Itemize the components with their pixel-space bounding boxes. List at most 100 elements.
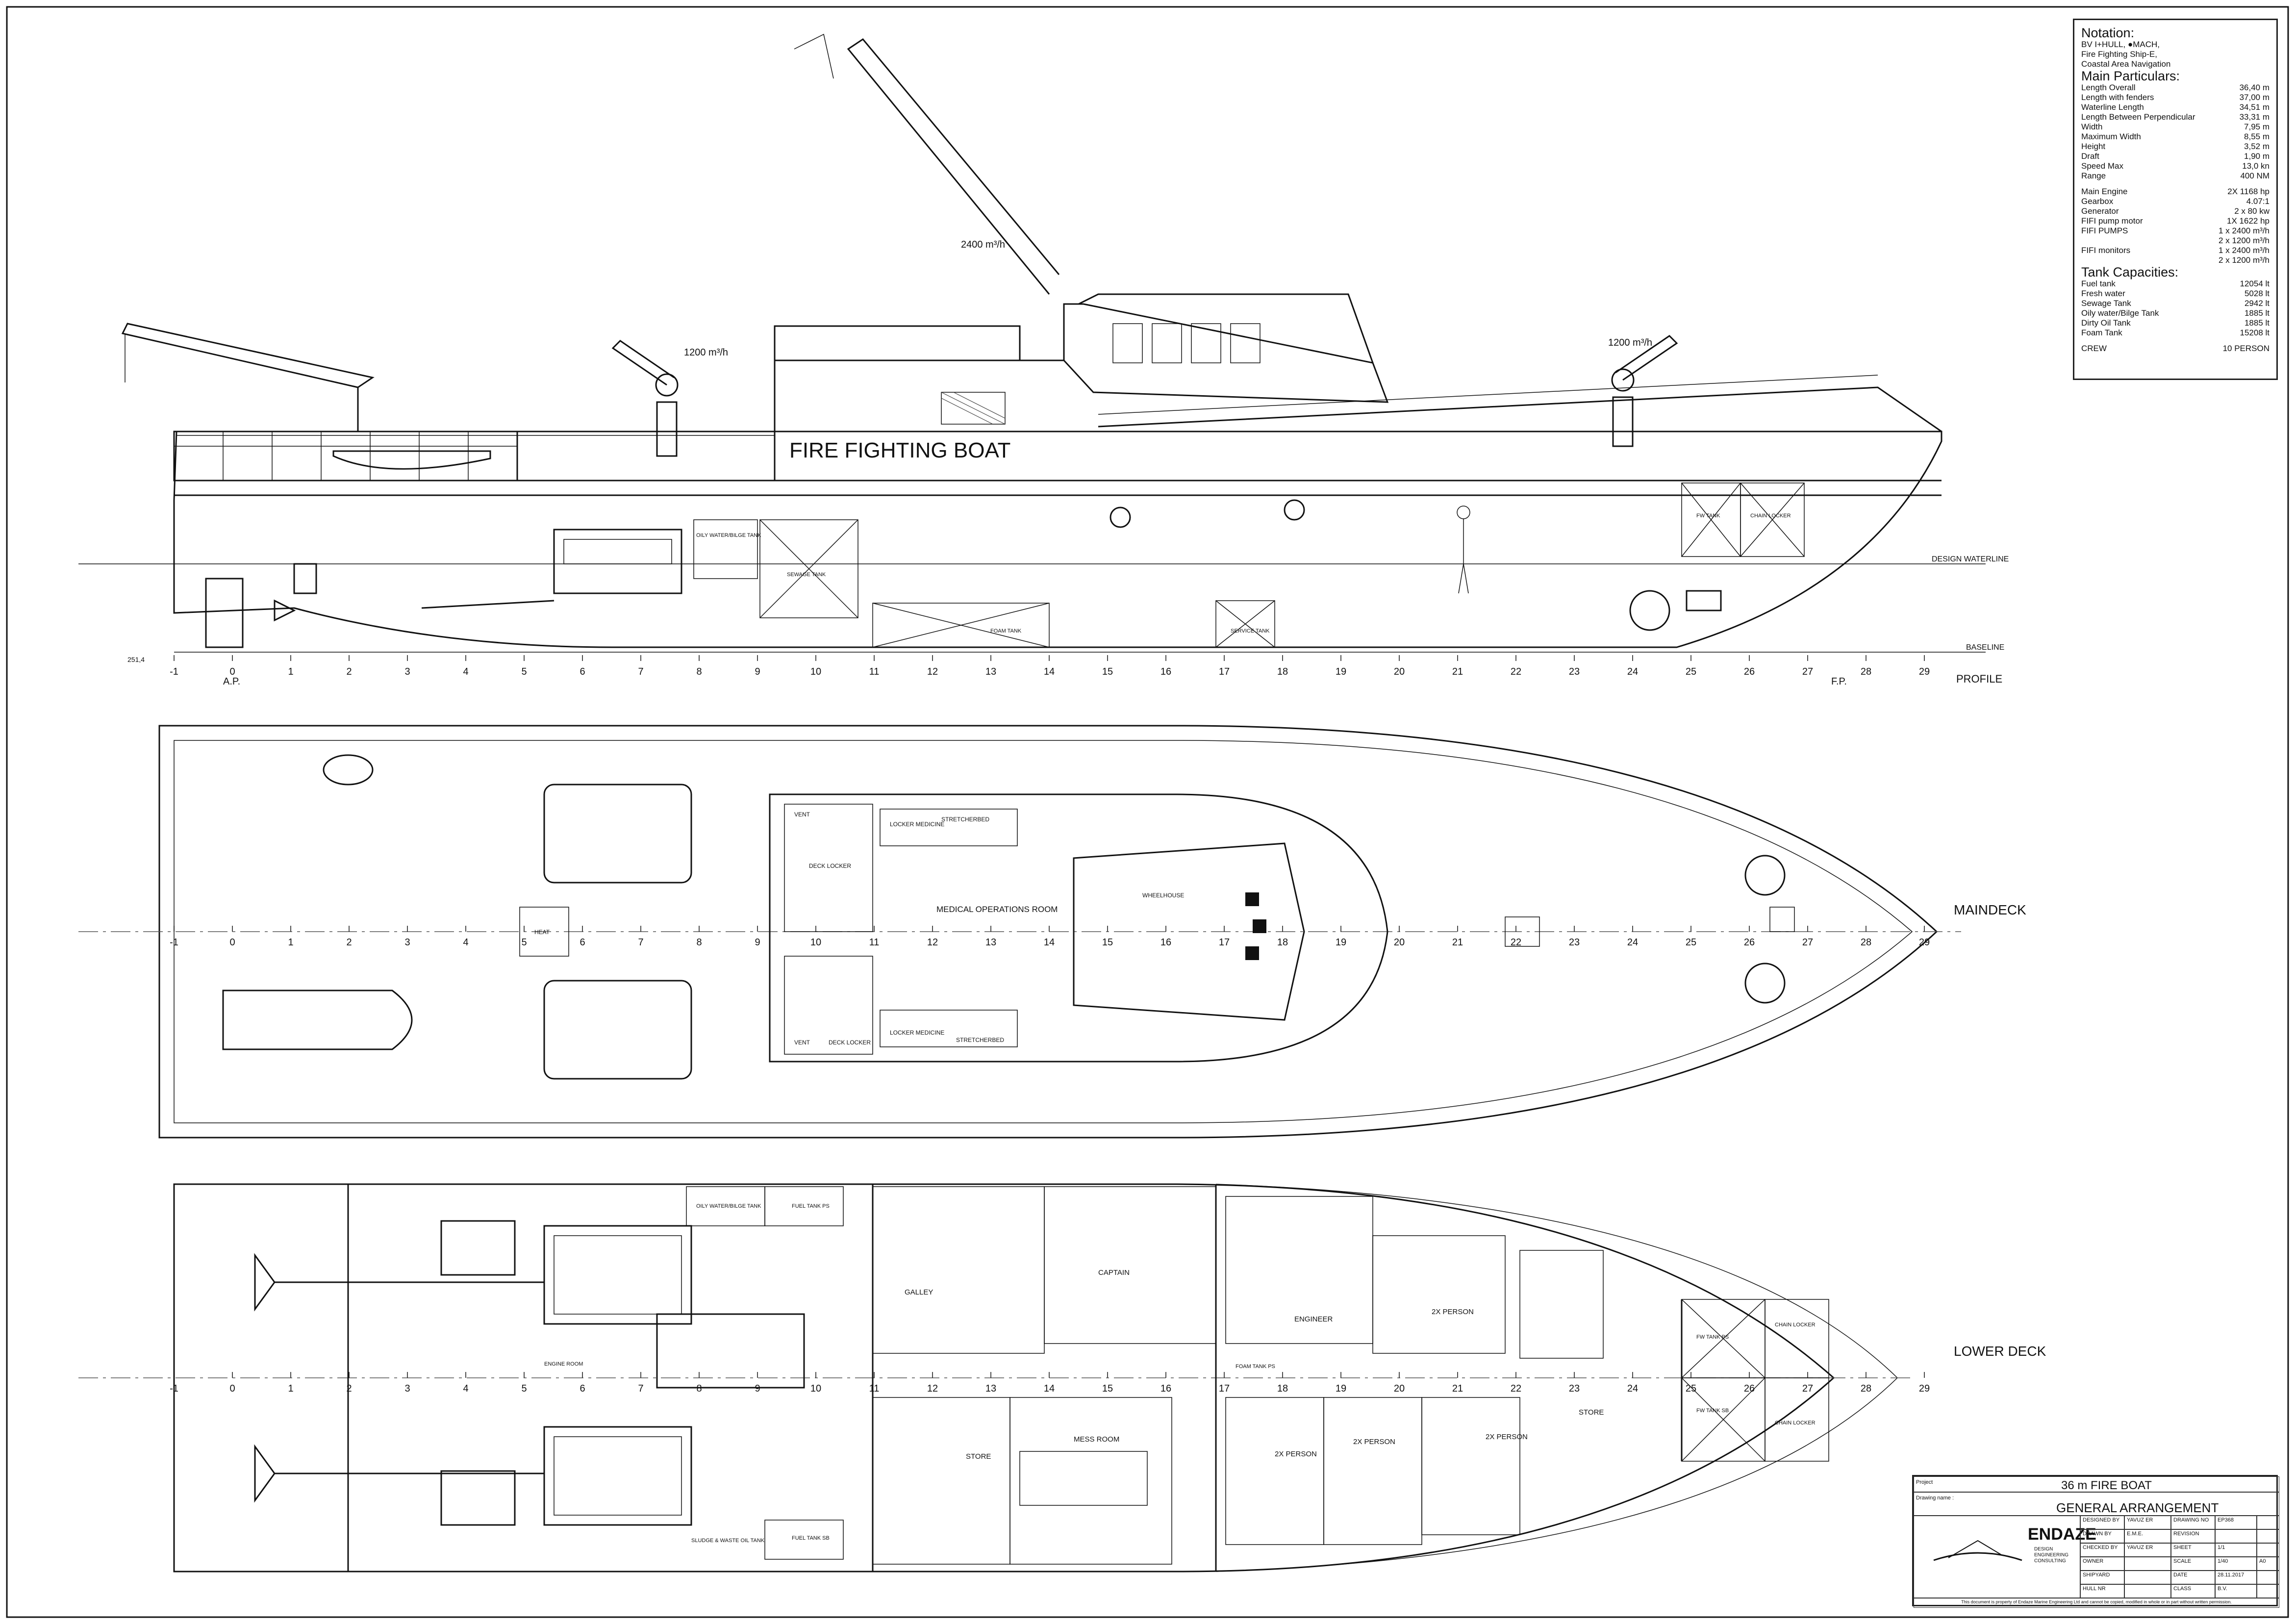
frame-number: 25: [1686, 666, 1696, 677]
title-block-field-label: DRAWN BY: [2080, 1529, 2124, 1543]
frame-number: 11: [869, 1383, 880, 1394]
frame-number: 1: [288, 937, 293, 948]
frame-number: 22: [1511, 937, 1521, 948]
room-engine: ENGINE ROOM: [544, 1361, 583, 1367]
frame-number: 13: [985, 666, 996, 677]
frame-number: 24: [1627, 937, 1638, 948]
monitor-fwd-capacity: 1200 m³/h: [1608, 337, 1652, 348]
particular-value: 15208 lt: [2240, 328, 2270, 337]
rudder: [205, 578, 244, 648]
particular-label: Foam Tank: [2081, 328, 2122, 337]
frame-number: 21: [1452, 1383, 1463, 1394]
notation-heading: Notation:: [2081, 25, 2135, 40]
title-block-field-label: DATE: [2171, 1571, 2215, 1584]
main-particulars-heading: Main Particulars:: [2081, 69, 2180, 83]
tank-label: FW TANK PS: [1696, 1334, 1729, 1340]
particular-label: Waterline Length: [2081, 102, 2144, 112]
particular-value: 1,90 m: [2244, 152, 2270, 161]
particular-value: 2X 1168 hp: [2227, 187, 2270, 196]
main-engine-profile: [553, 529, 682, 594]
frame-number: 14: [1044, 666, 1055, 677]
propeller: [254, 1253, 276, 1312]
hull-text: FIRE FIGHTING BOAT: [789, 438, 1010, 462]
room-wheelhouse: WHEELHOUSE: [1142, 892, 1184, 899]
windlass: [1744, 855, 1786, 896]
frame-number: 27: [1802, 937, 1813, 948]
frame-number: 13: [985, 1383, 996, 1394]
company-logo-icon: [1933, 1540, 2022, 1561]
title-block-field-value: YAVUZ ER: [2124, 1516, 2171, 1529]
frame-number: 20: [1394, 666, 1405, 677]
cable-drum: [774, 325, 1021, 361]
heat-hatch: [519, 907, 569, 957]
monitor-aft-capacity: 1200 m³/h: [684, 347, 728, 358]
frame-number: 4: [463, 1383, 468, 1394]
particular-value: 8,55 m: [2244, 132, 2270, 141]
frame-number: 23: [1569, 666, 1580, 677]
frame-number: 4: [463, 937, 468, 948]
frame-number: 19: [1336, 1383, 1346, 1394]
frame-number: 20: [1394, 1383, 1405, 1394]
deck-label: DECK LOCKER: [809, 863, 851, 869]
particular-value: 37,00 m: [2239, 93, 2270, 102]
tank-label: OILY WATER/BILGE TANK: [696, 1203, 761, 1209]
hatch: [543, 980, 692, 1080]
tank-label: FW TANK SB: [1696, 1408, 1729, 1414]
frame-number: 5: [521, 1383, 527, 1394]
frame-number: 29: [1919, 937, 1930, 948]
crew-value: 10 PERSON: [2222, 344, 2270, 353]
particular-value: 1885 lt: [2244, 308, 2270, 318]
drawing-name: GENERAL ARRANGEMENT: [2056, 1500, 2219, 1515]
title-block-field-label: REVISION: [2171, 1529, 2215, 1543]
frame-number: 19: [1336, 937, 1346, 948]
particular-label: Length Overall: [2081, 83, 2136, 92]
profile-view-label: PROFILE: [1956, 673, 2002, 685]
particular-label: Sewage Tank: [2081, 299, 2131, 308]
particular-value: 5028 lt: [2244, 289, 2270, 298]
frame-number: 27: [1802, 1383, 1813, 1394]
title-block-field-value: [2124, 1584, 2171, 1598]
frame-number: 12: [927, 666, 938, 677]
generator: [440, 1220, 516, 1276]
deck-crane: [121, 323, 375, 431]
frame-number: 28: [1861, 1383, 1871, 1394]
particular-label: Fresh water: [2081, 289, 2125, 298]
particular-value: 3,52 m: [2244, 142, 2270, 151]
particular-label: Main Engine: [2081, 187, 2128, 196]
room-engineer: ENGINEER: [1294, 1315, 1333, 1323]
porthole: [1284, 499, 1305, 521]
frame-number: 17: [1219, 1383, 1230, 1394]
frame-number: 18: [1277, 1383, 1288, 1394]
deck-label: VENT: [794, 811, 810, 818]
deckhouse-outline: [769, 793, 1388, 1063]
fifi-main-boom: [847, 38, 1060, 295]
maindeck-label: MAINDECK: [1954, 902, 2026, 917]
particular-row: Length with fenders 37,00 m: [2081, 93, 2270, 102]
particular-label: Length with fenders: [2081, 93, 2154, 102]
deck-label: DECK LOCKER: [829, 1039, 871, 1046]
frame-number: 6: [580, 937, 585, 948]
frame-number: 20: [1394, 937, 1405, 948]
tank-label: OILY WATER/BILGE TANK: [696, 533, 761, 538]
title-block-field-value: E.M.E.: [2124, 1529, 2171, 1543]
particular-label: Gearbox: [2081, 197, 2114, 206]
lowerdeck-view: OILY WATER/BILGE TANK FUEL TANK PS FUEL …: [78, 1183, 2046, 1573]
title-block-field-value: 1/1: [2215, 1543, 2257, 1557]
frame-number: 8: [696, 1383, 702, 1394]
title-block-spare: [2257, 1516, 2279, 1529]
frame-number: 29: [1919, 1383, 1930, 1394]
title-block-spare: [2257, 1543, 2279, 1557]
tank-label: FW TANK: [1696, 513, 1720, 519]
title-block-field-label: OWNER: [2080, 1557, 2124, 1571]
frame-number: -1: [170, 666, 178, 677]
particular-label: FIFI monitors: [2081, 246, 2131, 255]
title-block-field-value: 28.11.2017: [2215, 1571, 2257, 1584]
